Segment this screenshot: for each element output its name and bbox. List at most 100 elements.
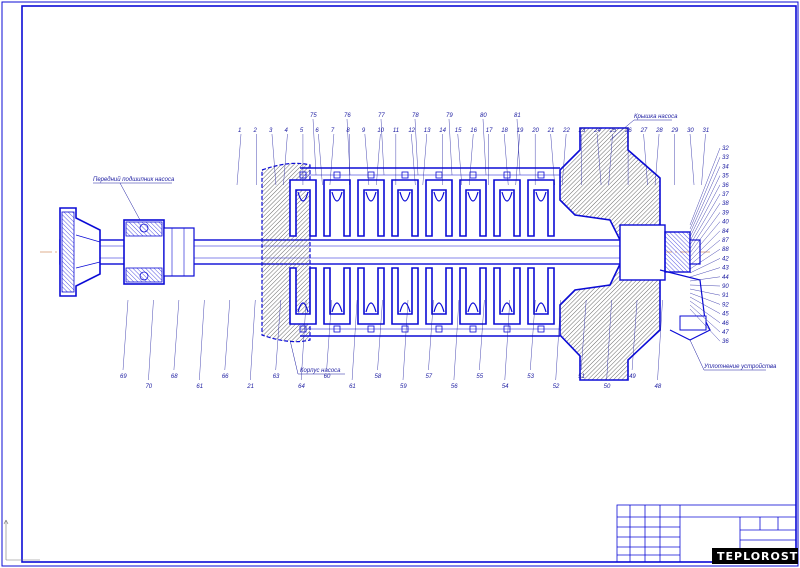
callout-label: 51 [578, 374, 585, 380]
callout-label: 17 [486, 128, 493, 134]
callout-label: 15 [455, 128, 462, 134]
callout-label: 37 [722, 192, 729, 198]
callout-label: 5 [300, 128, 304, 134]
callout-label: 10 [377, 128, 384, 134]
title-block [616, 504, 797, 563]
callout-label: 40 [722, 220, 729, 226]
callout-label: 31 [703, 128, 710, 134]
pump-cover-label: Крышка насоса [634, 114, 678, 120]
callout-label: 75 [310, 113, 317, 119]
outer-barrel [300, 167, 560, 337]
callout-label: 9 [362, 128, 366, 134]
callout-label: 90 [722, 284, 729, 290]
callout-label: 27 [640, 128, 648, 134]
callout-label: 35 [722, 174, 729, 180]
callout-label: 18 [501, 128, 508, 134]
callout-label: 56 [451, 384, 458, 390]
callout-label: 22 [562, 128, 570, 134]
callout-label: 1 [238, 128, 241, 134]
callout-label: 69 [120, 374, 127, 380]
callout-label: 46 [722, 321, 729, 327]
callout-label: 25 [609, 128, 617, 134]
callout-label: 13 [424, 128, 431, 134]
callout-label: 39 [722, 210, 729, 216]
callouts-bottom: 6970686166216364606158595756555453525150… [120, 299, 663, 390]
callout-label: 36 [722, 183, 729, 189]
callout-label: 61 [349, 384, 356, 390]
callout-label: 78 [412, 113, 419, 119]
callout-label: 58 [375, 374, 382, 380]
callout-label: 91 [722, 293, 729, 299]
pump-body-label: Корпус насоса [300, 368, 341, 374]
callout-label: 21 [547, 128, 555, 134]
callout-label: 50 [604, 384, 611, 390]
callout-label: 7 [331, 128, 335, 134]
callout-label: 52 [553, 384, 560, 390]
callout-label: 76 [344, 113, 351, 119]
callout-label: 53 [527, 374, 534, 380]
callout-label: 84 [722, 229, 729, 235]
callout-label: 42 [722, 256, 729, 262]
callout-label: 38 [722, 201, 729, 207]
callout-label: 88 [722, 247, 729, 253]
callout-label: 81 [514, 113, 521, 119]
callout-label: 77 [378, 113, 385, 119]
callout-label: 63 [273, 374, 280, 380]
callouts-right: 32 33 34 35 36 37 38 39 40 84 87 88 42 43 44 90 91 92 45 46… [689, 146, 729, 345]
callout-label: 55 [476, 374, 483, 380]
callout-label: 48 [655, 384, 662, 390]
callout-label: 68 [171, 374, 178, 380]
callout-label: 34 [722, 164, 729, 170]
callout-label: 70 [145, 384, 152, 390]
stage-casings [289, 171, 555, 333]
callout-label: 3 [269, 128, 273, 134]
stage-8 [527, 171, 555, 333]
callout-label: 14 [439, 128, 446, 134]
callout-label: 54 [502, 384, 509, 390]
callout-label: 43 [722, 266, 729, 272]
callout-label: 11 [393, 128, 399, 134]
callout-label: 32 [722, 146, 729, 152]
callout-label: 45 [722, 312, 729, 318]
callout-label: 47 [722, 330, 729, 336]
callout-label: 92 [722, 302, 729, 308]
callout-label: 19 [517, 128, 524, 134]
callout-label: 28 [655, 128, 663, 134]
brand-background [712, 548, 798, 564]
brand-watermark: TEPLOROST [717, 550, 798, 563]
callout-label: 64 [298, 384, 305, 390]
callout-label: 24 [593, 128, 601, 134]
callout-label: 16 [470, 128, 477, 134]
callout-label: 8 [346, 128, 350, 134]
callout-label: 30 [687, 128, 694, 134]
coupling-half [59, 207, 101, 297]
callout-label: 44 [722, 275, 729, 281]
callout-label: 12 [408, 128, 415, 134]
callout-label: 61 [196, 384, 203, 390]
callout-label: 79 [446, 113, 453, 119]
front-bearing [123, 219, 195, 285]
callout-label: 20 [531, 128, 539, 134]
front-bearing-label: Передний подшипник насоса [93, 176, 175, 183]
callout-label: 33 [722, 155, 729, 161]
stage-6 [459, 171, 487, 333]
callout-label: 87 [722, 238, 729, 244]
stage-4 [391, 171, 419, 333]
callout-label: 49 [629, 374, 636, 380]
callout-label: 23 [578, 128, 586, 134]
callout-label: 21 [246, 384, 254, 390]
axis-mark [3, 519, 40, 561]
stage-2 [323, 171, 351, 333]
callout-label: 57 [425, 374, 432, 380]
callout-label: 59 [400, 384, 407, 390]
callout-label: 66 [222, 374, 229, 380]
callout-label: 4 [284, 128, 288, 134]
stage-5 [425, 171, 453, 333]
stage-1 [289, 171, 317, 333]
seal-device-label: Уплотнение устройства [703, 363, 777, 370]
callout-label: 80 [480, 113, 487, 119]
pump-cover [559, 127, 661, 381]
pump-casing-left [261, 162, 311, 343]
